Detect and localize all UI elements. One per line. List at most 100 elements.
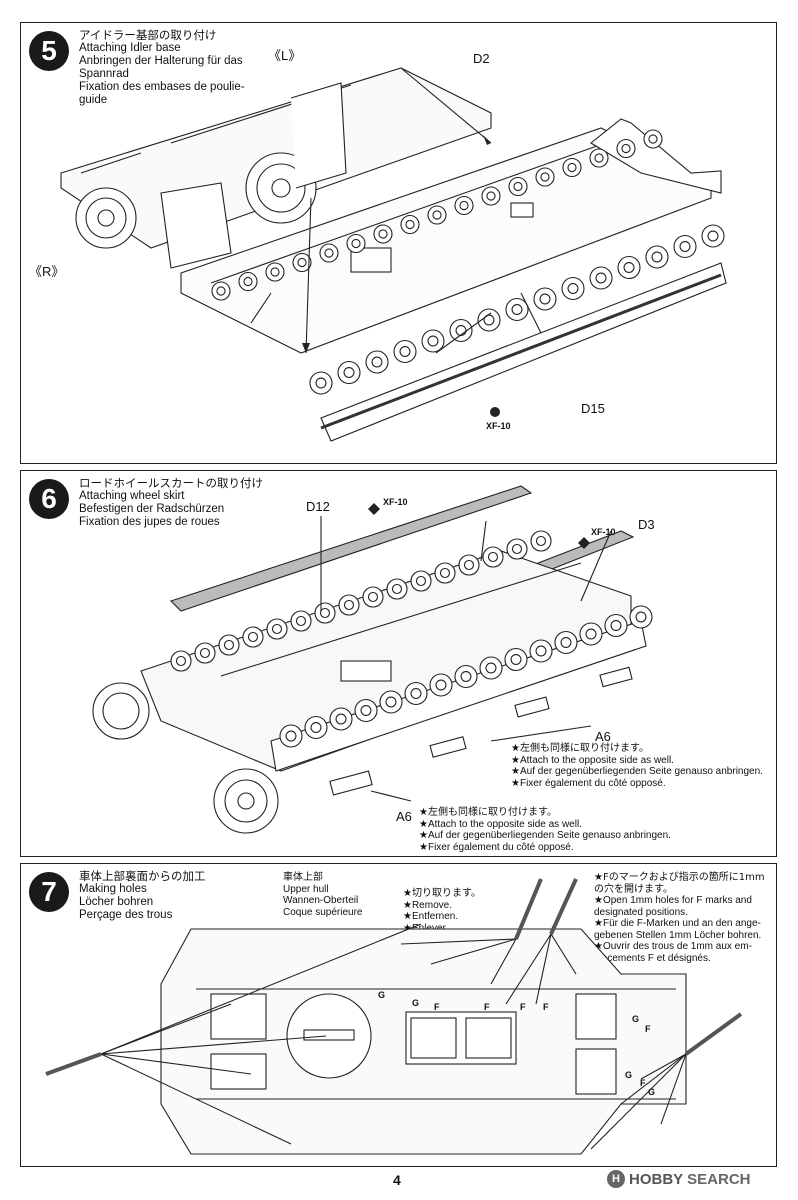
road-wheel-hub bbox=[351, 238, 361, 249]
road-wheel bbox=[265, 262, 285, 282]
step-6-panel: 6 ロードホイールスカートの取り付け Attaching wheel skirt… bbox=[20, 470, 777, 857]
road-wheel-hub bbox=[648, 134, 658, 144]
road-wheel bbox=[329, 707, 353, 731]
step-5-title-de: Anbringen der Halterung für das Spannrad bbox=[79, 55, 243, 80]
road-wheel-hub bbox=[567, 162, 577, 173]
mark-G-4: G bbox=[625, 1070, 633, 1080]
road-wheel-hub bbox=[297, 257, 307, 268]
drill-holes-note: ★Fのマークおよび指示の箇所に1mm の穴を開けます。 ★Open 1mm ho… bbox=[594, 872, 765, 964]
road-wheel bbox=[354, 698, 378, 723]
step-6-title: ロードホイールスカートの取り付け Attaching wheel skirt B… bbox=[79, 477, 263, 529]
mark-F-1: F bbox=[434, 1002, 440, 1012]
step-7-number: 7 bbox=[29, 872, 69, 912]
paint-xf10-d12: XF-10 bbox=[383, 497, 408, 507]
road-wheel-hub bbox=[247, 631, 259, 643]
road-wheel-hub bbox=[535, 535, 547, 547]
watermark-brand: HOBBY bbox=[629, 1170, 684, 1188]
step-5-title-en: Attaching Idler base bbox=[79, 42, 181, 54]
part-D3-label: D3 bbox=[638, 517, 655, 532]
road-wheel bbox=[238, 271, 258, 292]
step-5-title: アイドラー基部の取り付け Attaching Idler base Anbrin… bbox=[79, 29, 264, 107]
road-wheel bbox=[616, 138, 636, 159]
road-wheel-hub bbox=[594, 153, 604, 163]
step-6-title-en: Attaching wheel skirt bbox=[79, 490, 185, 502]
road-wheel-hub bbox=[343, 599, 355, 611]
road-wheel-hub bbox=[540, 172, 550, 182]
road-wheel bbox=[279, 724, 303, 748]
road-wheel bbox=[170, 650, 192, 672]
road-wheel-hub bbox=[367, 591, 379, 603]
road-wheel bbox=[479, 656, 503, 680]
road-wheel bbox=[504, 647, 528, 672]
road-wheel-hub bbox=[621, 143, 631, 154]
road-wheel bbox=[449, 318, 473, 343]
road-wheel-hub bbox=[595, 272, 607, 284]
step-7-title: 車体上部裏面からの加工 Making holes Löcher bohren P… bbox=[79, 870, 206, 922]
step-7-title-jp: 車体上部裏面からの加工 bbox=[79, 869, 206, 883]
road-wheel-hub bbox=[510, 654, 522, 666]
road-wheel-hub bbox=[410, 688, 422, 700]
road-wheel bbox=[477, 308, 501, 332]
hobby-search-watermark: H HOBBY SEARCH bbox=[607, 1170, 751, 1188]
watermark-search: SEARCH bbox=[687, 1170, 751, 1188]
road-wheel-hub bbox=[391, 583, 403, 595]
road-wheel bbox=[393, 339, 417, 364]
road-wheel bbox=[579, 622, 603, 646]
road-wheel-hub bbox=[463, 559, 475, 571]
road-wheel-hub bbox=[216, 286, 226, 296]
road-wheel-hub bbox=[487, 551, 499, 563]
step-7-illustration bbox=[45, 878, 743, 1155]
remove-note: ★切り取ります。 ★Remove. ★Entfernen. ★Enlever. bbox=[403, 888, 481, 934]
road-wheel-hub bbox=[385, 696, 397, 708]
road-wheel bbox=[309, 371, 333, 395]
road-wheel bbox=[421, 329, 445, 353]
road-wheel bbox=[604, 613, 628, 638]
road-wheel bbox=[319, 243, 339, 263]
road-wheel bbox=[194, 642, 216, 664]
road-wheel bbox=[266, 618, 288, 640]
road-wheel bbox=[629, 605, 653, 629]
part-D15-label: D15 bbox=[581, 401, 605, 416]
label-R: 《R》 bbox=[29, 264, 65, 279]
note-opposite-side-right: ★左側も同様に取り付けます。 ★Attach to the opposite s… bbox=[511, 743, 763, 789]
road-wheel-hub bbox=[585, 628, 597, 640]
road-wheel bbox=[410, 570, 432, 592]
road-wheel-hub bbox=[335, 713, 347, 725]
part-A6-left-label: A6 bbox=[396, 809, 412, 824]
road-wheel-hub bbox=[486, 191, 496, 201]
road-wheel bbox=[529, 639, 553, 663]
road-wheel bbox=[427, 205, 447, 225]
road-wheel bbox=[506, 538, 528, 560]
upper-hull-label: 車体上部 Upper hull Wannen-Oberteil Coque su… bbox=[283, 872, 363, 918]
road-wheel bbox=[290, 610, 312, 632]
road-wheel-hub bbox=[405, 219, 415, 230]
step-6-illustration bbox=[92, 485, 653, 834]
road-wheel-hub bbox=[679, 241, 691, 253]
road-wheel bbox=[242, 626, 264, 648]
road-wheel bbox=[292, 252, 312, 273]
road-wheel-hub bbox=[485, 662, 497, 674]
step-5-title-jp: アイドラー基部の取り付け bbox=[79, 28, 217, 42]
road-wheel bbox=[533, 287, 557, 311]
road-wheel-hub bbox=[511, 303, 523, 315]
road-wheel bbox=[673, 234, 697, 259]
step-5-panel: 5 アイドラー基部の取り付け Attaching Idler base Anbr… bbox=[20, 22, 777, 464]
mark-F-4: F bbox=[543, 1002, 549, 1012]
road-wheel-hub bbox=[371, 356, 383, 368]
road-wheel-hub bbox=[427, 335, 439, 347]
road-wheel bbox=[362, 586, 384, 608]
step-6-title-de: Befestigen der Radschürzen bbox=[79, 503, 225, 515]
step-5-title-fr: Fixation des embases de poulie-guide bbox=[79, 81, 245, 106]
road-wheel-hub bbox=[270, 267, 280, 277]
label-L: 《L》 bbox=[268, 48, 302, 63]
road-wheel bbox=[373, 224, 393, 244]
road-wheel bbox=[337, 360, 361, 385]
step-6-title-jp: ロードホイールスカートの取り付け bbox=[79, 476, 263, 490]
road-wheel bbox=[365, 350, 389, 374]
road-wheel bbox=[218, 634, 240, 656]
road-wheel bbox=[617, 255, 641, 280]
road-wheel-hub bbox=[295, 615, 307, 627]
road-wheel-hub bbox=[415, 575, 427, 587]
road-wheel-hub bbox=[460, 671, 472, 683]
road-wheel bbox=[645, 245, 669, 269]
